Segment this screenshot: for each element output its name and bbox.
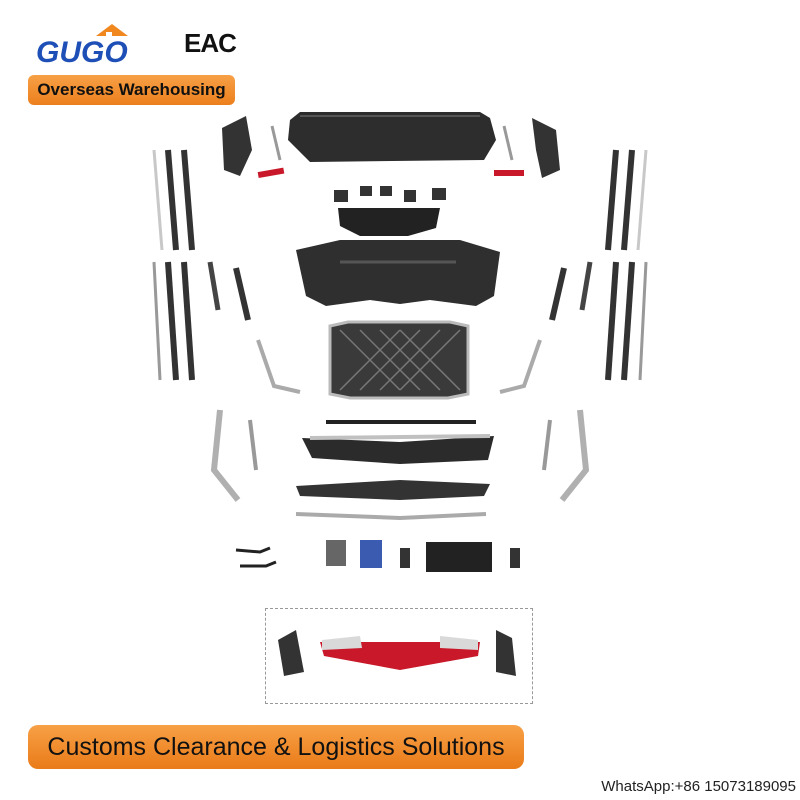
side-skirts-left <box>152 149 251 381</box>
tail-light-kit <box>278 630 516 676</box>
front-lip-spoiler <box>296 480 490 500</box>
whatsapp-contact: WhatsApp:+86 15073189095 <box>601 778 796 795</box>
svg-text:GUGO: GUGO <box>36 36 128 68</box>
rear-reflector-right <box>494 170 524 176</box>
front-bumper <box>296 240 500 306</box>
side-skirts-right <box>549 149 648 381</box>
customs-logistics-badge: Customs Clearance & Logistics Solutions <box>28 725 524 769</box>
rear-bumper <box>288 112 496 162</box>
underbody-panel <box>338 208 440 236</box>
gugo-logo: GUGO <box>36 24 128 68</box>
eac-certification-mark: EAC <box>184 28 237 58</box>
hardware-accessories <box>235 540 520 572</box>
lower-bumper-bar <box>302 436 494 464</box>
chrome-strip <box>295 512 487 521</box>
rear-corner-right <box>532 118 560 178</box>
overseas-warehousing-badge: Overseas Warehousing <box>28 75 235 105</box>
rear-corner-left <box>222 116 252 176</box>
tail-light-kit-frame <box>265 608 533 704</box>
spindle-grille <box>328 320 470 400</box>
rear-reflector-left <box>257 167 285 179</box>
